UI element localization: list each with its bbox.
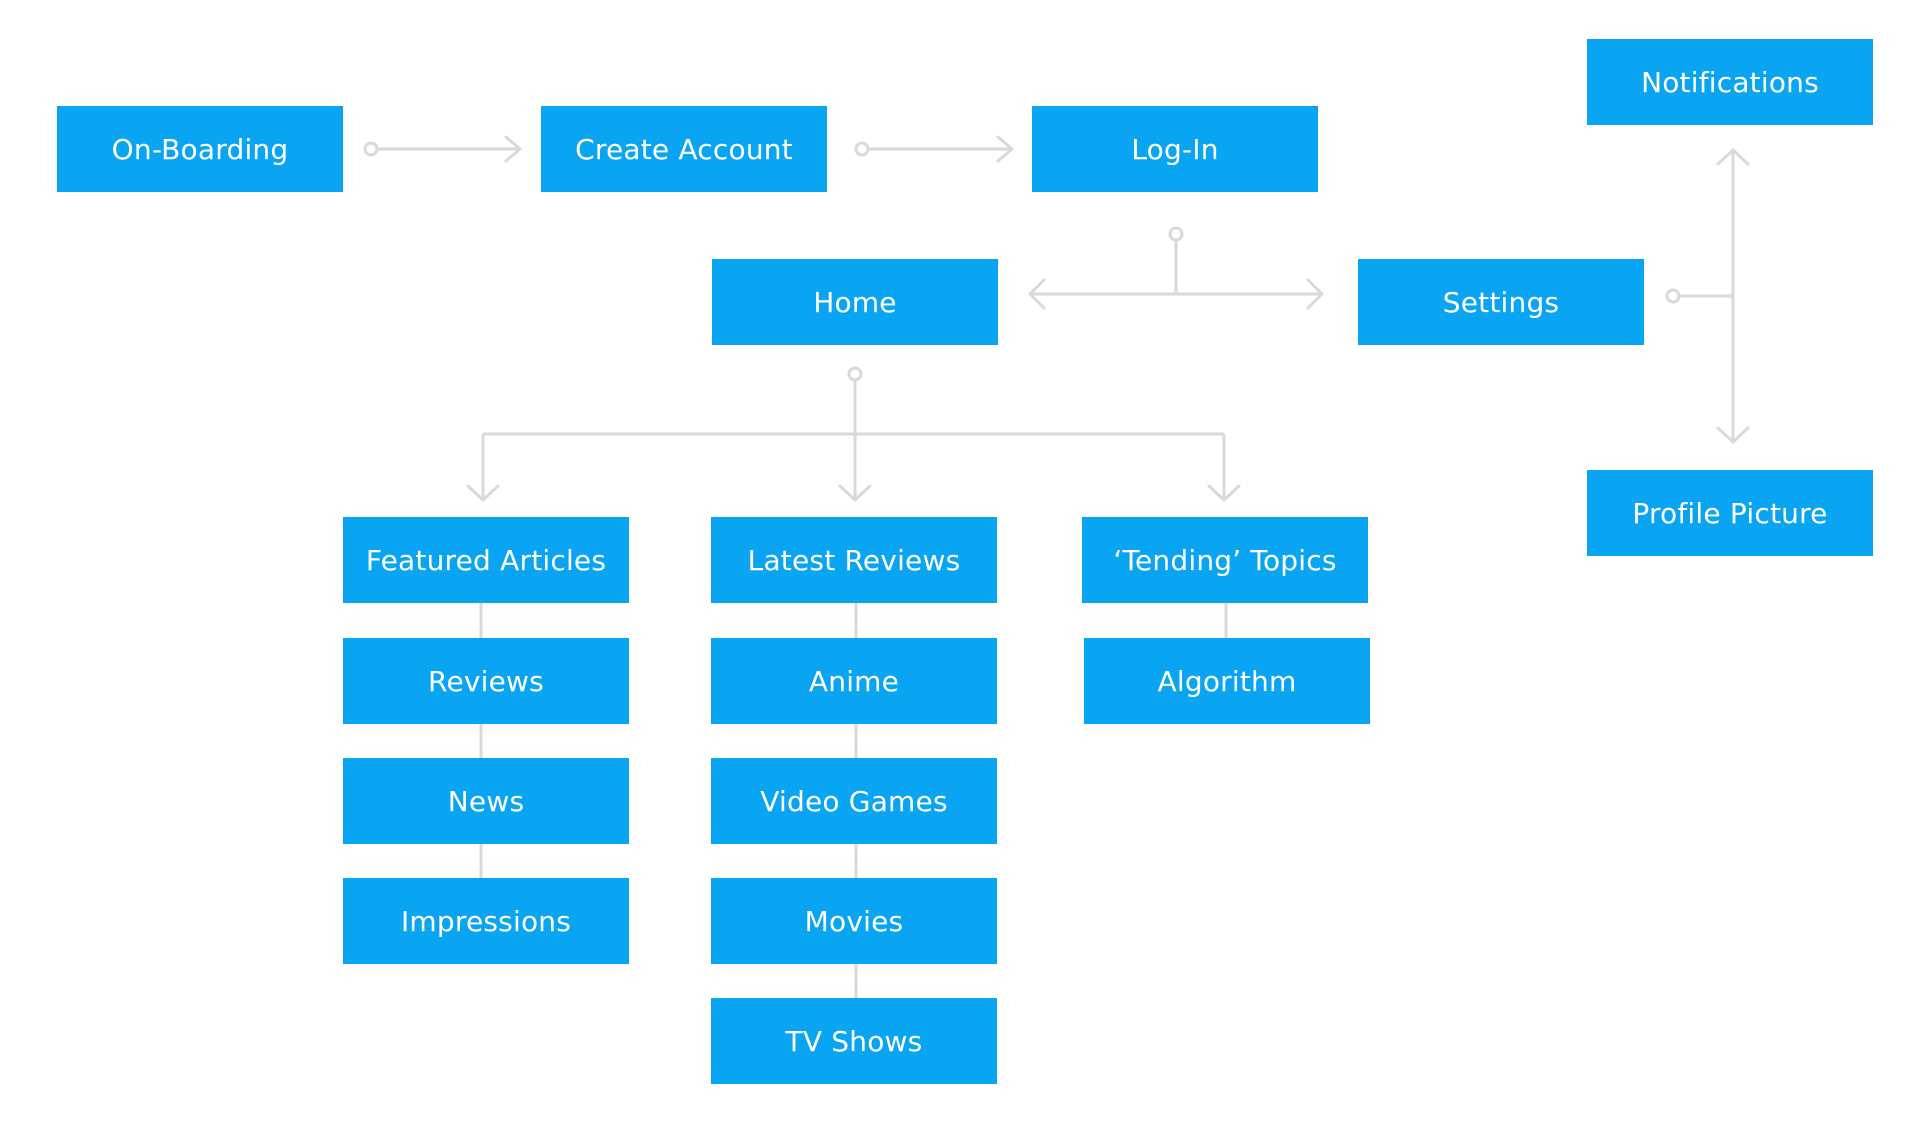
node-anime-label: Anime	[808, 664, 900, 698]
node-tv-shows[interactable]: TV Shows	[711, 998, 997, 1084]
node-movies[interactable]: Movies	[711, 878, 997, 964]
node-trending-topics-label: ‘Tending’ Topics	[1113, 543, 1337, 577]
node-impressions-label: Impressions	[400, 904, 572, 938]
node-login[interactable]: Log-In	[1032, 106, 1318, 192]
node-video-games-label: Video Games	[760, 784, 948, 818]
node-news[interactable]: News	[343, 758, 629, 844]
connector-login-to-home-settings	[1028, 226, 1324, 310]
node-create-account-label: Create Account	[575, 132, 793, 166]
node-profile-picture-label: Profile Picture	[1632, 496, 1828, 530]
node-home-label: Home	[813, 285, 897, 319]
connector-home-to-branches	[466, 366, 1241, 502]
node-impressions[interactable]: Impressions	[343, 878, 629, 964]
node-notifications-label: Notifications	[1641, 65, 1819, 99]
node-algorithm[interactable]: Algorithm	[1084, 638, 1370, 724]
node-news-label: News	[447, 784, 525, 818]
node-trending-topics[interactable]: ‘Tending’ Topics	[1082, 517, 1368, 603]
node-featured-articles[interactable]: Featured Articles	[343, 517, 629, 603]
node-anime[interactable]: Anime	[711, 638, 997, 724]
node-settings-label: Settings	[1442, 285, 1560, 319]
node-latest-reviews[interactable]: Latest Reviews	[711, 517, 997, 603]
node-login-label: Log-In	[1131, 132, 1219, 166]
node-notifications[interactable]: Notifications	[1587, 39, 1873, 125]
connector-create-account-to-login	[854, 135, 1014, 163]
node-video-games[interactable]: Video Games	[711, 758, 997, 844]
node-home[interactable]: Home	[712, 259, 998, 345]
node-reviews-label: Reviews	[428, 664, 544, 698]
node-onboarding-label: On-Boarding	[111, 132, 289, 166]
connector-settings-to-notifications-profile	[1665, 148, 1750, 444]
node-algorithm-label: Algorithm	[1157, 664, 1297, 698]
node-settings[interactable]: Settings	[1358, 259, 1644, 345]
node-create-account[interactable]: Create Account	[541, 106, 827, 192]
node-onboarding[interactable]: On-Boarding	[57, 106, 343, 192]
node-latest-reviews-label: Latest Reviews	[747, 543, 961, 577]
node-tv-shows-label: TV Shows	[785, 1024, 923, 1058]
node-movies-label: Movies	[804, 904, 904, 938]
connector-onboarding-to-create-account	[363, 135, 522, 163]
node-reviews[interactable]: Reviews	[343, 638, 629, 724]
node-profile-picture[interactable]: Profile Picture	[1587, 470, 1873, 556]
node-featured-articles-label: Featured Articles	[365, 543, 607, 577]
